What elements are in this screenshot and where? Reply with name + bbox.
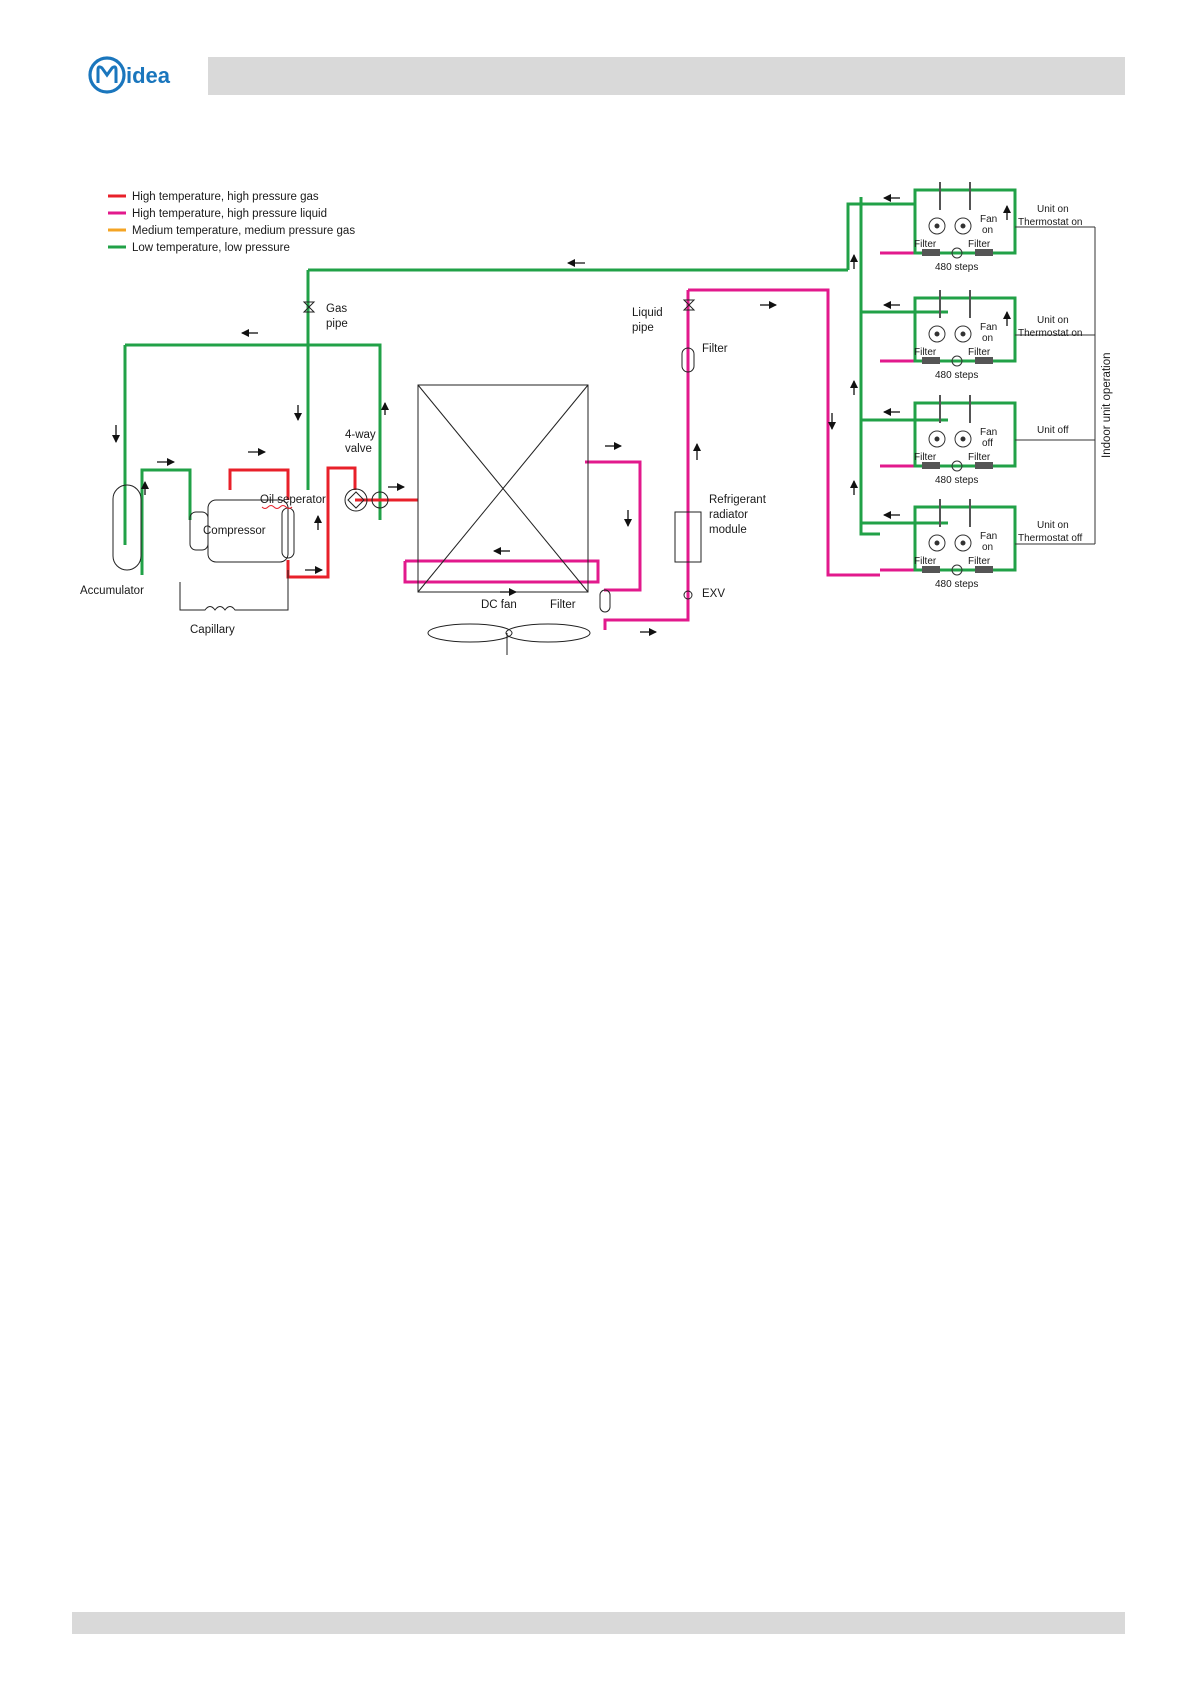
indoor-unit-operation-label: Indoor unit operation: [1101, 353, 1113, 459]
filter-top-label: Filter: [702, 343, 728, 355]
iu2-fan-label: Fan: [980, 322, 997, 333]
dc-fan-blade-right: [505, 623, 591, 643]
iu4-status-line2: Thermostat off: [1018, 533, 1083, 544]
four-way-valve-label-line2: valve: [345, 443, 372, 455]
gas-pipe-label-line2: pipe: [326, 318, 348, 330]
iu1-filter-left: Filter: [914, 239, 937, 250]
iu2-filter-right: Filter: [968, 347, 991, 358]
indoor-unit-4: [913, 499, 1017, 576]
status-connectors: [1015, 226, 1096, 545]
legend-label-medium-gas: Medium temperature, medium pressure gas: [132, 225, 355, 237]
iu4-filter-left: Filter: [914, 556, 937, 567]
exv-label: EXV: [702, 588, 725, 600]
capillary-coil: [179, 570, 289, 611]
oil-separator-label: Oil seperator: [260, 494, 326, 506]
gas-pipe-label: Gas: [326, 303, 347, 315]
iu4-steps: 480 steps: [935, 579, 978, 590]
accumulator-shape: [112, 484, 142, 571]
svg-text:idea: idea: [126, 63, 171, 88]
indoor-unit-1-labels: Fan on Filter Filter 480 steps Unit on T…: [914, 204, 1082, 273]
four-way-valve-label: 4-way: [345, 429, 376, 441]
exv-shape: [683, 590, 693, 600]
filter-bottom-label: Filter: [550, 599, 576, 611]
radiator-module-label-line3: module: [709, 524, 747, 536]
footer-bar: [72, 1612, 1125, 1634]
iu3-fan-label: Fan: [980, 427, 997, 438]
iu4-filter-right: Filter: [968, 556, 991, 567]
high-pressure-gas-piping: [228, 466, 418, 579]
iu1-fan-state: on: [982, 225, 993, 236]
iu3-steps: 480 steps: [935, 475, 978, 486]
legend-label-hot-gas: High temperature, high pressure gas: [132, 191, 319, 203]
four-way-valve-shape: [344, 488, 368, 512]
iu2-filter-left: Filter: [914, 347, 937, 358]
liquid-pipe-label-line2: pipe: [632, 322, 654, 334]
oil-separator-underline: [261, 505, 293, 509]
iu1-status: Unit on: [1037, 204, 1069, 215]
indoor-unit-4-labels: Fan on Filter Filter 480 steps Unit on T…: [914, 520, 1083, 590]
iu2-status-line2: Thermostat on: [1018, 328, 1082, 339]
legend-label-low: Low temperature, low pressure: [132, 242, 290, 254]
iu1-steps: 480 steps: [935, 262, 978, 273]
indoor-unit-3-labels: Fan off Filter Filter 480 steps Unit off: [914, 425, 1069, 486]
low-pressure-piping: [123, 197, 948, 575]
iu1-fan-label: Fan: [980, 214, 997, 225]
radiator-module-shape: [674, 511, 702, 563]
iu2-status: Unit on: [1037, 315, 1069, 326]
legend-label-hot-liquid: High temperature, high pressure liquid: [132, 208, 327, 220]
outdoor-unit-components: [112, 299, 702, 655]
indoor-unit-2-labels: Fan on Filter Filter 480 steps Unit on T…: [914, 315, 1082, 381]
filter-bottom-shape: [599, 589, 611, 613]
filter-top-shape: [681, 347, 695, 373]
liquid-pipe-valve: [682, 299, 696, 311]
iu4-status: Unit on: [1037, 520, 1069, 531]
dc-fan-blade-left: [427, 623, 513, 643]
legend: High temperature, high pressure gas High…: [108, 191, 355, 254]
gas-pipe-valve: [302, 301, 316, 313]
radiator-module-label: Refrigerant: [709, 494, 767, 506]
liquid-pipe-label: Liquid: [632, 307, 663, 319]
radiator-module-label-line2: radiator: [709, 509, 748, 521]
compressor-label: Compressor: [203, 525, 266, 537]
iu4-fan-label: Fan: [980, 531, 997, 542]
dc-fan-label: DC fan: [481, 599, 517, 611]
capillary-label: Capillary: [190, 624, 235, 636]
iu3-status: Unit off: [1037, 425, 1069, 436]
indoor-unit-3: [913, 395, 1017, 472]
iu3-filter-left: Filter: [914, 452, 937, 463]
header-bar: [208, 57, 1125, 95]
flow-arrows: [112, 194, 1011, 636]
iu4-fan-state: on: [982, 542, 993, 553]
midea-logo: idea: [88, 56, 171, 94]
accumulator-label: Accumulator: [80, 585, 144, 597]
iu3-fan-state: off: [982, 438, 993, 449]
iu2-steps: 480 steps: [935, 370, 978, 381]
iu3-filter-right: Filter: [968, 452, 991, 463]
iu1-status-line2: Thermostat on: [1018, 217, 1082, 228]
indoor-unit-1: [913, 182, 1017, 259]
iu2-fan-state: on: [982, 333, 993, 344]
iu1-filter-right: Filter: [968, 239, 991, 250]
indoor-unit-2: [913, 290, 1017, 367]
liquid-piping: [403, 251, 915, 630]
